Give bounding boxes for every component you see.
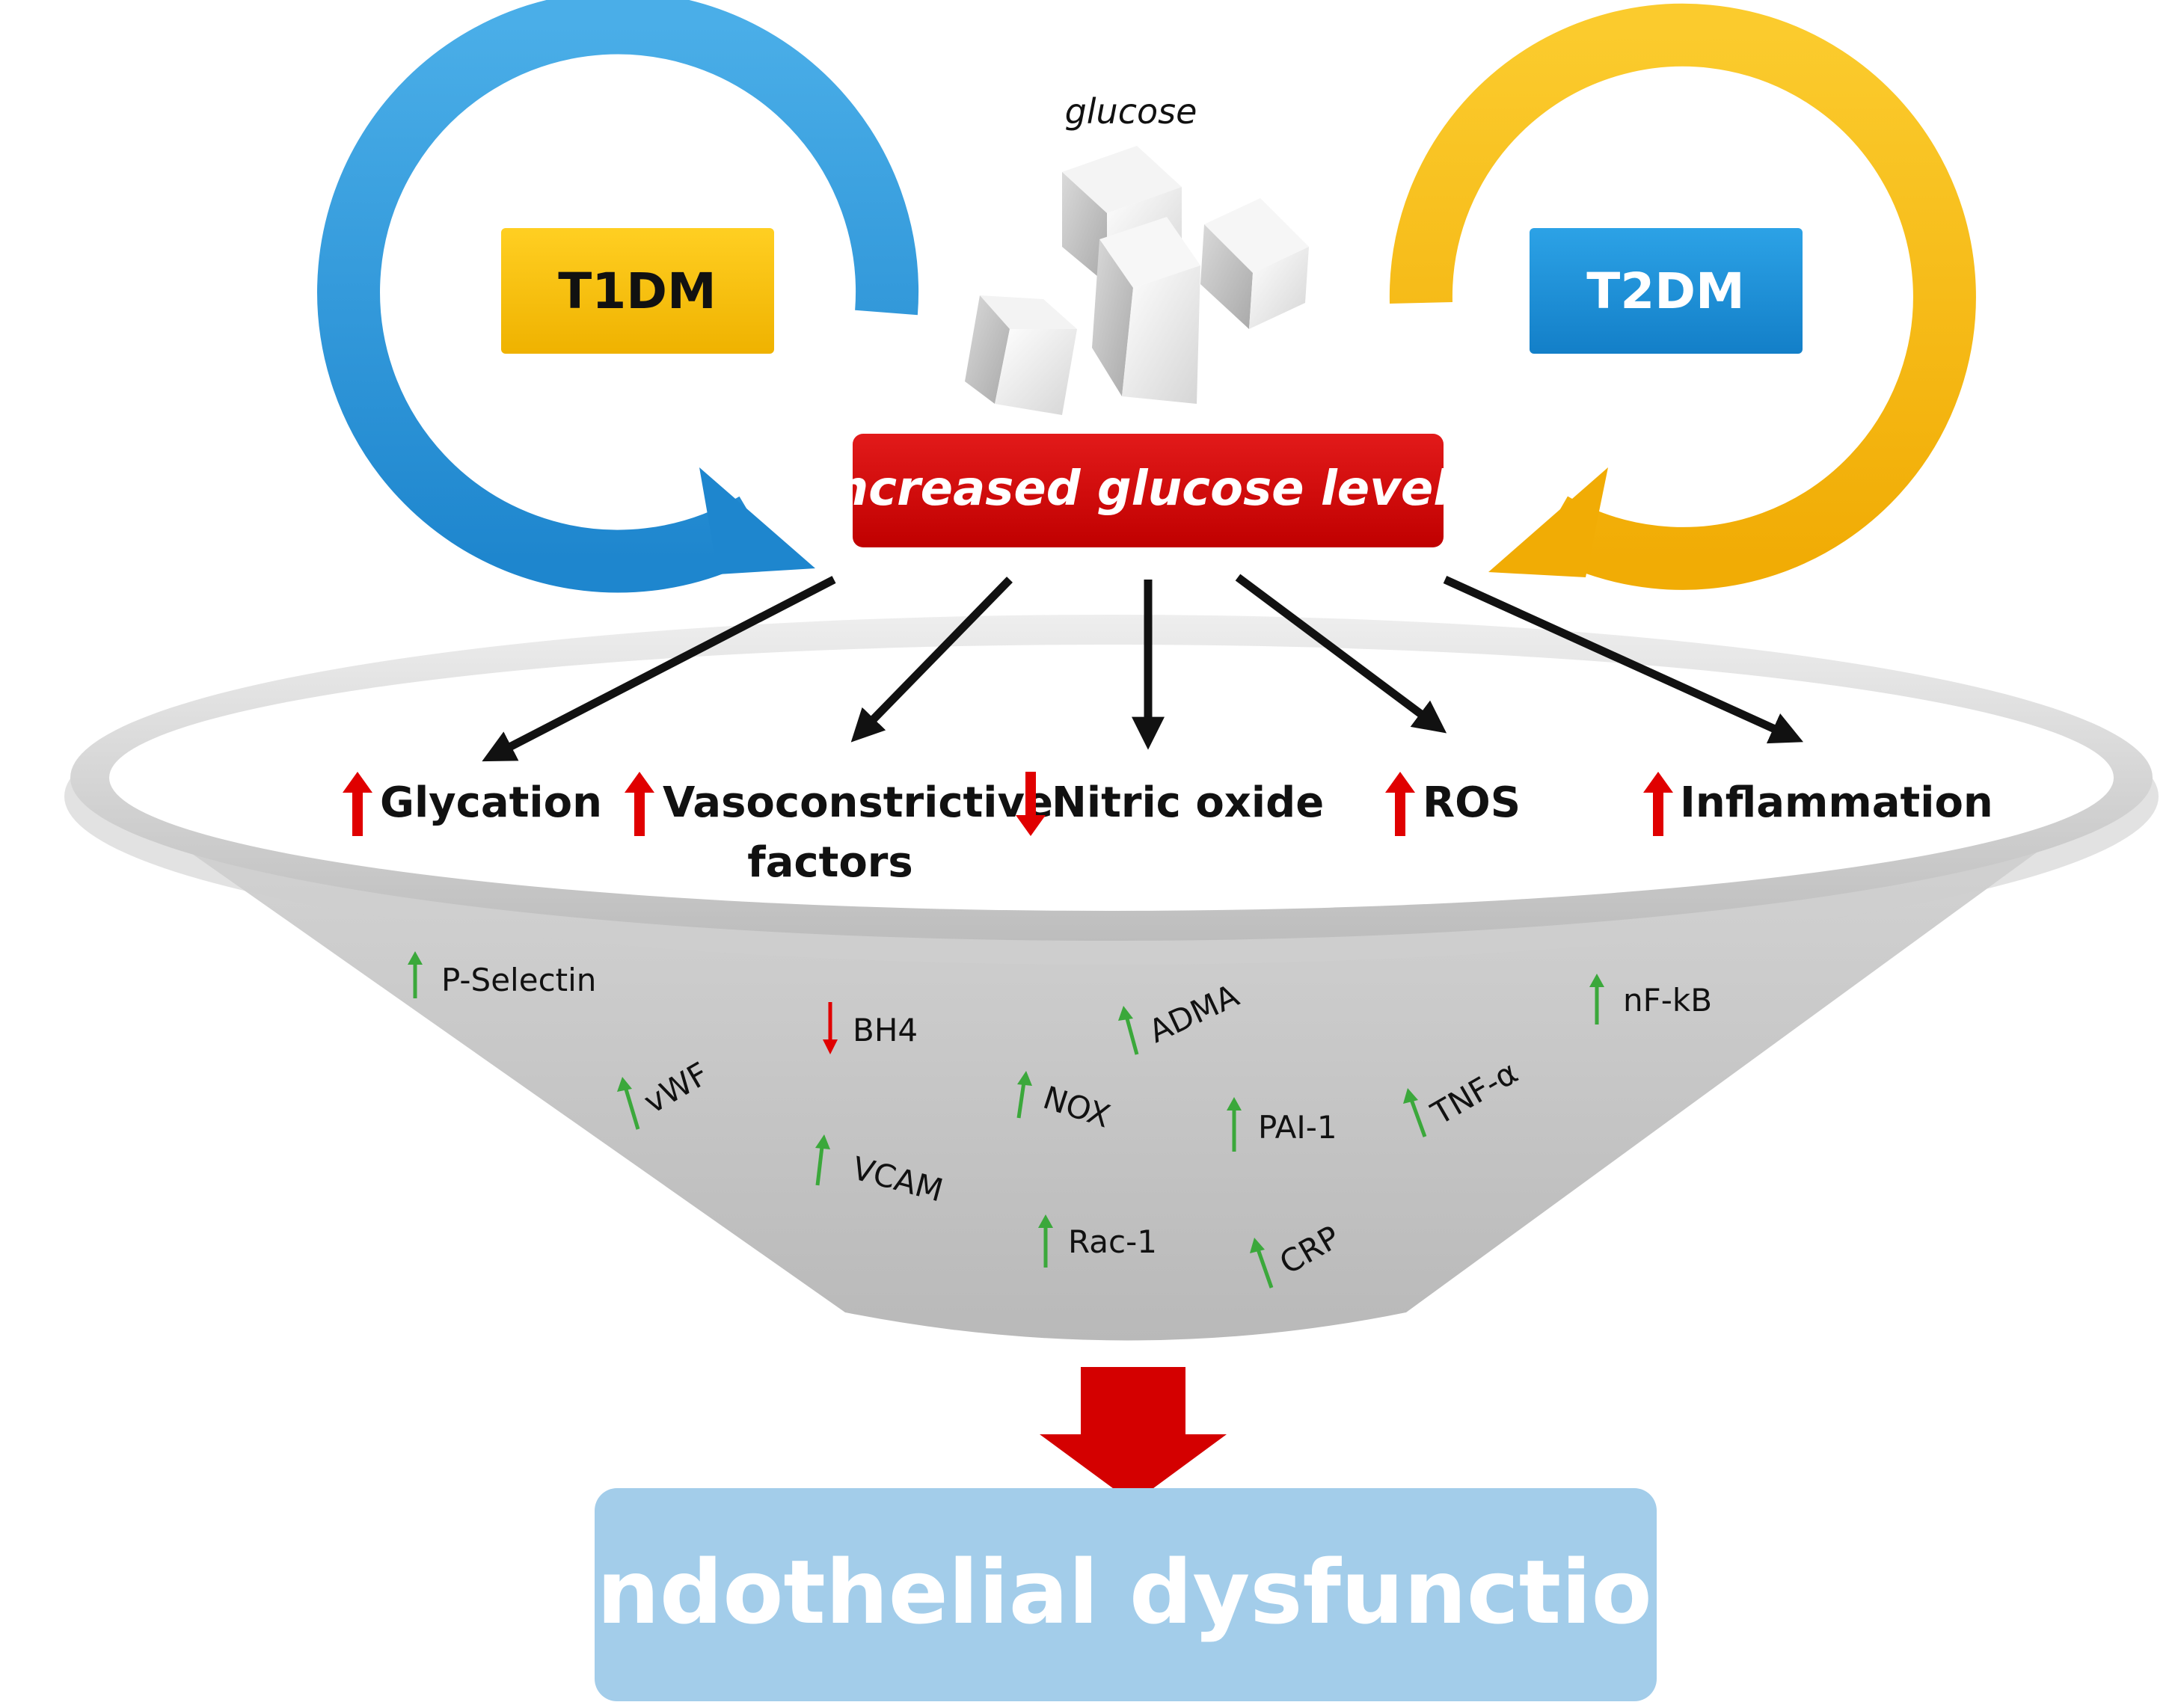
effect-glycation: Glycation bbox=[343, 772, 602, 836]
marker-rac-1: Rac-1 bbox=[1038, 1214, 1157, 1268]
up-arrow-icon bbox=[1227, 1097, 1242, 1152]
sugar-cubes-icon bbox=[965, 146, 1309, 415]
effect-label: ROS bbox=[1423, 778, 1521, 827]
effect-vasoconstrictive-factors: Vasoconstrictive factors bbox=[625, 772, 1053, 887]
marker-nf-kb: nF-kB bbox=[1589, 974, 1712, 1025]
result-box bbox=[595, 1488, 1657, 1701]
marker-bh4: BH4 bbox=[823, 1002, 918, 1054]
marker-label: BH4 bbox=[853, 1012, 918, 1048]
t2dm-box bbox=[1530, 228, 1803, 354]
arrow-to-ros bbox=[1235, 574, 1447, 734]
up-arrow-icon bbox=[343, 772, 372, 836]
up-arrow-icon bbox=[1118, 1006, 1139, 1055]
increased-glucose-label: increased glucose levels bbox=[818, 461, 1479, 517]
marker-p-selectin: P-Selectin bbox=[408, 951, 596, 998]
up-arrow-icon bbox=[1643, 772, 1673, 836]
arrow-to-glycation bbox=[482, 576, 836, 762]
marker-label: nF-kB bbox=[1623, 982, 1712, 1019]
t2dm-label: T2DM bbox=[1586, 262, 1744, 320]
up-arrow-icon bbox=[1038, 1214, 1053, 1268]
funnel bbox=[64, 615, 2159, 1341]
effects: Glycation Vasoconstrictive factors Nitri… bbox=[343, 772, 1993, 887]
up-arrow-icon bbox=[1385, 772, 1415, 836]
result-label: Endothelial dysfunction bbox=[536, 1540, 1714, 1644]
t1dm-cycle-arrow bbox=[317, 0, 919, 593]
effect-ros: ROS bbox=[1385, 772, 1521, 836]
t2dm-cycle-arrow bbox=[1389, 3, 1976, 590]
up-arrow-icon bbox=[1250, 1238, 1274, 1288]
marker-label: PAI-1 bbox=[1258, 1109, 1337, 1146]
up-arrow-icon bbox=[617, 1077, 640, 1130]
arrow-to-vasoconstrictive bbox=[850, 577, 1013, 743]
t1dm-cycle-arrowhead bbox=[699, 467, 815, 574]
effect-inflammation: Inflammation bbox=[1643, 772, 1993, 836]
t2dm-cycle-arrowhead bbox=[1488, 467, 1608, 577]
marker-pai-1: PAI-1 bbox=[1227, 1097, 1337, 1152]
up-arrow-icon bbox=[1403, 1088, 1427, 1137]
effect-label: Vasoconstrictive bbox=[663, 778, 1053, 827]
up-arrow-icon bbox=[815, 1134, 830, 1186]
arrow-to-inflammation bbox=[1443, 575, 1804, 744]
result-arrow bbox=[1040, 1367, 1227, 1503]
effect-label-line2: factors bbox=[747, 838, 913, 887]
funnel-top bbox=[109, 645, 2114, 911]
glucose-caption: glucose bbox=[1065, 91, 1197, 132]
down-arrow-icon bbox=[1016, 772, 1046, 836]
up-arrow-icon bbox=[408, 951, 423, 998]
t1dm-box bbox=[501, 228, 774, 354]
effect-nitric-oxide: Nitric oxide bbox=[1016, 772, 1324, 836]
increased-glucose-box bbox=[853, 434, 1444, 547]
effect-arrows bbox=[482, 574, 1804, 762]
t2dm-cycle: T2DM bbox=[1389, 3, 1976, 590]
up-arrow-icon bbox=[1589, 974, 1604, 1025]
up-arrow-icon bbox=[1016, 1071, 1032, 1119]
marker-label: P-Selectin bbox=[441, 962, 596, 998]
effect-label: Glycation bbox=[380, 778, 602, 827]
effect-label: Nitric oxide bbox=[1052, 778, 1324, 827]
down-arrow-icon bbox=[823, 1002, 838, 1054]
marker-label: Rac-1 bbox=[1068, 1223, 1157, 1260]
effect-label: Inflammation bbox=[1680, 778, 1993, 827]
up-arrow-icon bbox=[625, 772, 654, 836]
t1dm-label: T1DM bbox=[558, 262, 716, 320]
t1dm-cycle: T1DM bbox=[317, 0, 919, 593]
